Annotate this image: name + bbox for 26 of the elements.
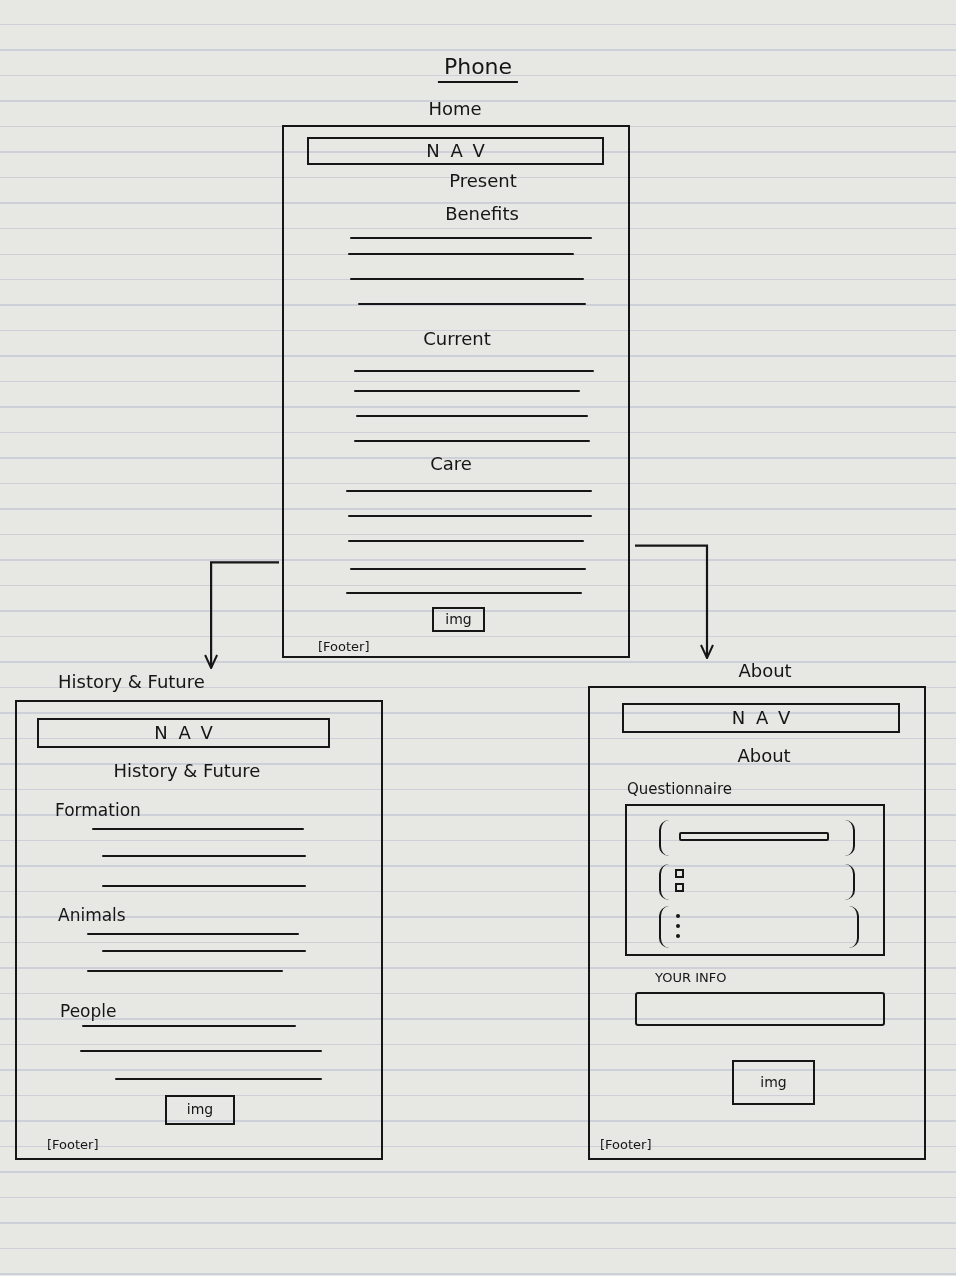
arrow — [204, 561, 279, 669]
section-heading: People — [60, 1001, 117, 1022]
placeholder-label: img — [445, 611, 472, 628]
screen-title: History & Future — [58, 671, 205, 693]
placeholder-label: img — [760, 1074, 787, 1091]
form-heading: Questionnaire — [627, 780, 733, 798]
nav-bar: NAV — [37, 718, 330, 748]
nav-bar: NAV — [307, 137, 604, 165]
section-heading: Animals — [58, 905, 126, 926]
field-label: YOUR INFO — [655, 970, 727, 986]
section-heading: Benefits — [445, 203, 519, 225]
section-heading: Care — [430, 453, 472, 475]
screen-title: Home — [428, 98, 482, 120]
section-heading: Current — [423, 328, 491, 350]
nav-bar: NAV — [622, 703, 900, 733]
footer-label: [Footer] — [318, 639, 370, 655]
section-heading: About — [737, 745, 791, 767]
page-title: Phone — [437, 54, 519, 84]
section-heading: History & Future — [113, 760, 261, 782]
arrow — [635, 544, 714, 659]
screen-title: About — [738, 660, 792, 682]
footer-label: [Footer] — [600, 1137, 652, 1153]
section-heading: Formation — [55, 800, 141, 821]
placeholder-label: img — [186, 1102, 214, 1118]
section-heading: Present — [449, 170, 517, 192]
footer-label: [Footer] — [47, 1137, 99, 1153]
